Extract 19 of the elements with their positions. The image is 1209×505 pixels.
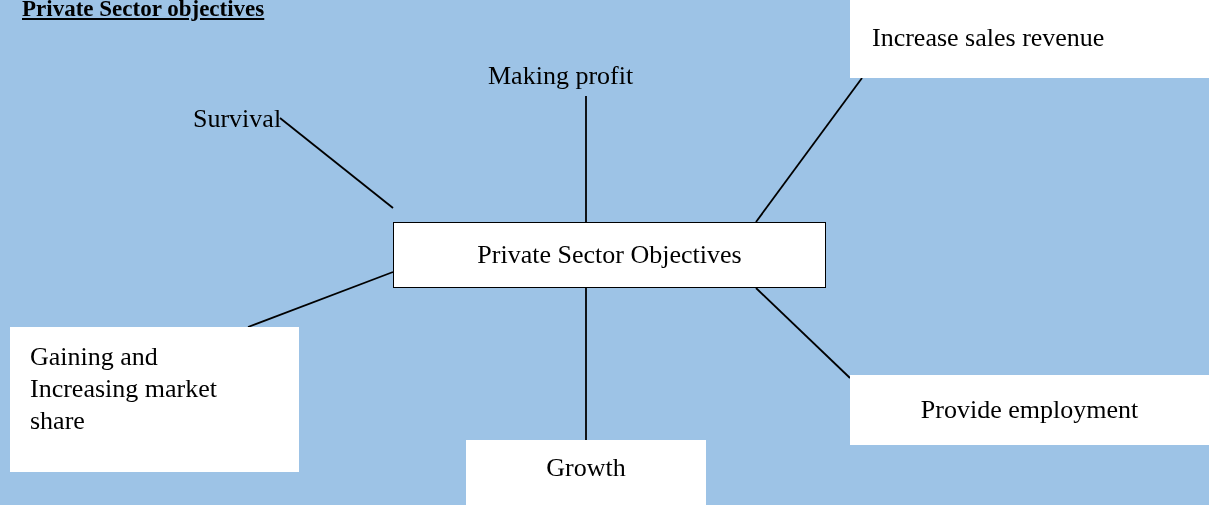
text-box — [850, 375, 1209, 445]
node-text: Provide employment — [920, 394, 1139, 426]
node-label: Making profit — [488, 60, 674, 96]
connector-line — [585, 95, 587, 223]
node-label: Survival — [193, 103, 305, 137]
central-box — [393, 222, 826, 288]
text-box — [466, 440, 706, 505]
text-box — [10, 327, 299, 472]
connector-line — [247, 271, 394, 328]
connector-line — [585, 287, 587, 441]
diagram-title: Private Sector objectives — [22, 0, 265, 22]
node-text: Growth — [546, 452, 626, 484]
text-box — [850, 0, 1209, 78]
node-text: Gaining and Increasing market share — [30, 341, 218, 437]
node-text: Private Sector Objectives — [477, 239, 742, 271]
connector-line — [755, 287, 851, 379]
node-text: Increase sales revenue — [872, 22, 1105, 54]
connector-line — [755, 77, 863, 223]
connector-line — [279, 117, 394, 209]
